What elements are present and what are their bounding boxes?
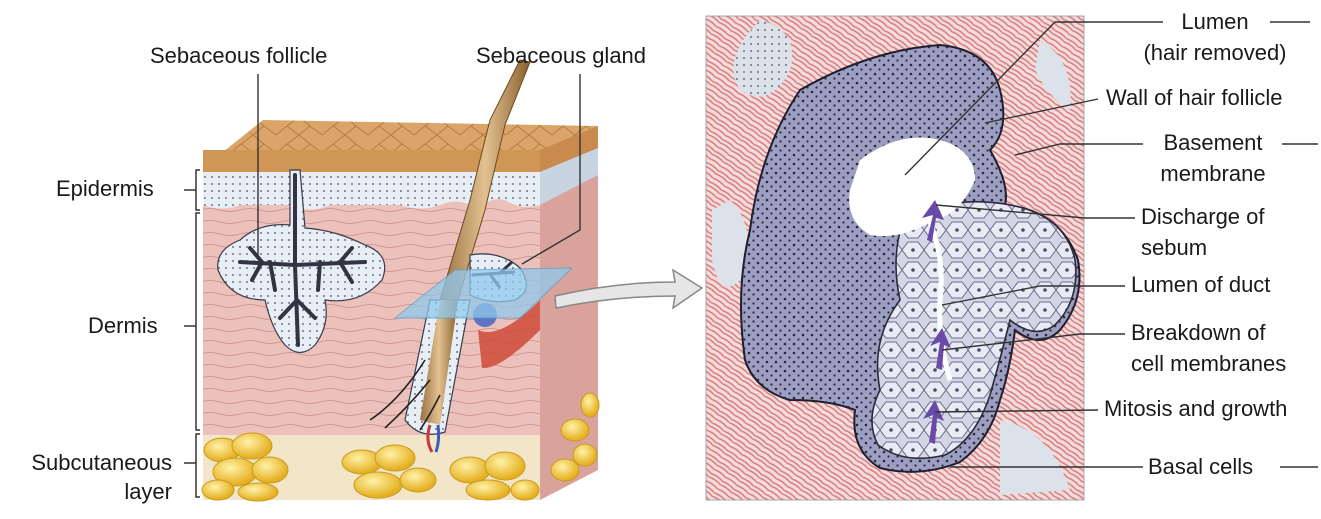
sebaceous-gland-lobes [871, 200, 1077, 460]
label-discharge-line1: Discharge of [1141, 204, 1265, 229]
label-lumen-line1: Lumen [1181, 9, 1249, 34]
skin-block [201, 59, 600, 502]
sebum-flow-arrows [922, 200, 951, 444]
label-mitosis-and-growth: Mitosis and growth [1104, 396, 1288, 421]
right-leader-lines [904, 21, 1318, 468]
fat-lobules [201, 392, 600, 502]
label-subcutaneous-layer: Subcutaneous layer [2, 451, 172, 503]
label-basement-line1: Basement [1163, 130, 1263, 155]
label-dermis: Dermis [88, 313, 158, 338]
layer-brackets [184, 169, 200, 498]
label-sebaceous-gland: Sebaceous gland [476, 43, 647, 68]
label-lumen: Lumen (hair removed) [1122, 10, 1308, 64]
left-leader-lines [257, 74, 581, 265]
label-sebaceous-follicle: Sebaceous follicle [150, 43, 328, 68]
label-wall-of-hair-follicle: Wall of hair follicle [1106, 85, 1283, 110]
epidermis-layer [203, 172, 540, 210]
label-lumen-line2: (hair removed) [1143, 40, 1287, 66]
label-discharge-line2: sebum [1141, 235, 1208, 261]
label-lumen-of-duct: Lumen of duct [1131, 272, 1271, 297]
sebaceous-follicle [217, 169, 386, 354]
label-breakdown-line2: cell membranes [1131, 351, 1287, 377]
label-subcutaneous-line2: layer [124, 479, 172, 505]
label-breakdown-of-cell-membranes: Breakdown of cell membranes [1131, 321, 1286, 375]
label-basement-membrane: Basement membrane [1140, 131, 1286, 185]
label-discharge-of-sebum: Discharge of sebum [1141, 205, 1265, 259]
section-plane [393, 267, 574, 319]
label-basal-cells: Basal cells [1148, 454, 1254, 479]
micrograph-panel [705, 15, 1085, 501]
label-epidermis: Epidermis [56, 176, 154, 201]
label-basement-line2: membrane [1160, 161, 1266, 187]
label-breakdown-line1: Breakdown of [1131, 320, 1266, 345]
label-subcutaneous-line1: Subcutaneous [31, 450, 172, 475]
magnify-arrow [554, 268, 704, 310]
follicle-lumen [849, 137, 975, 237]
arrector-pili-muscle [478, 300, 540, 369]
